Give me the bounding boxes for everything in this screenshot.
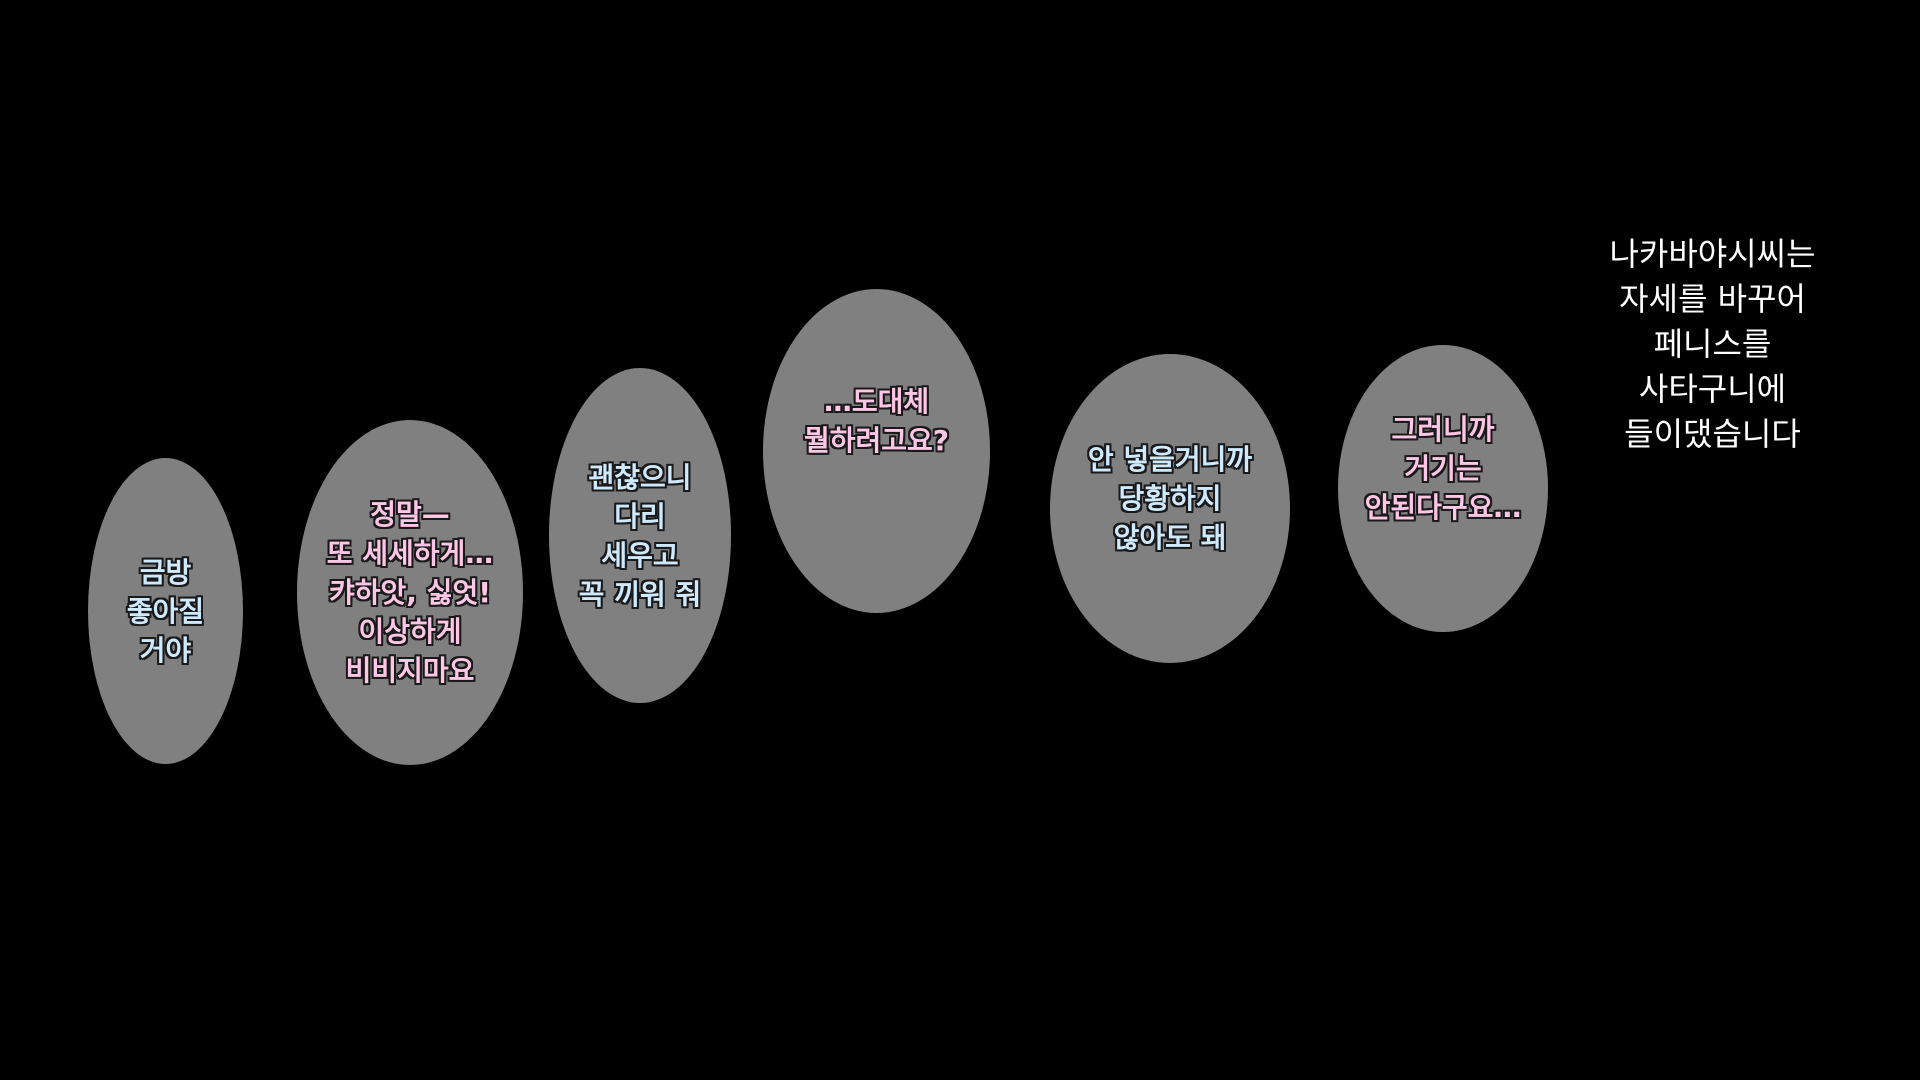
- bubble-text: 그러니까 거기는 안된다구요…: [1364, 413, 1522, 524]
- bubble-text: 안 넣을거니까 당황하지 않아도 돼: [1087, 443, 1253, 554]
- bubble-text: …도대체 뭘하려고요?: [803, 385, 950, 457]
- bubble-text: 금방 좋아질 거야: [126, 555, 205, 667]
- speech-bubble-1: 금방 좋아질 거야: [88, 458, 243, 764]
- speech-bubble-6: 그러니까 거기는 안된다구요…: [1338, 345, 1548, 632]
- speech-bubble-5: 안 넣을거니까 당황하지 않아도 돼: [1050, 354, 1290, 663]
- speech-bubble-4: …도대체 뭘하려고요?: [763, 289, 990, 613]
- bubble-text: 괜찮으니 다리 세우고 꼭 끼워 줘: [578, 460, 702, 611]
- narration-text: 나카바야시씨는 자세를 바꾸어 페니스를 사타구니에 들이댔습니다: [1609, 235, 1816, 453]
- speech-bubble-3: 괜찮으니 다리 세우고 꼭 끼워 줘: [549, 368, 731, 703]
- bubble-text: 정말— 또 세세하게… 캬하앗, 싫엇! 이상하게 비비지마요: [326, 498, 494, 687]
- speech-bubble-2: 정말— 또 세세하게… 캬하앗, 싫엇! 이상하게 비비지마요: [297, 420, 523, 765]
